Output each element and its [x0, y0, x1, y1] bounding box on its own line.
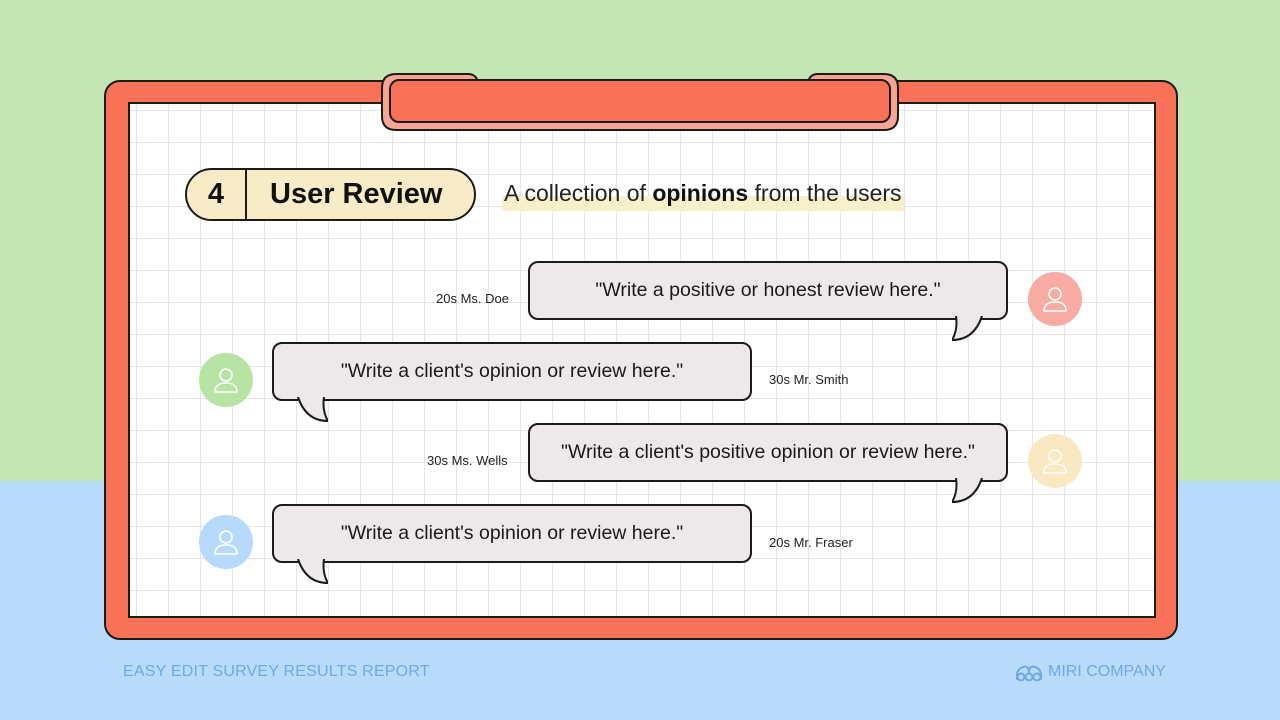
review-text: "Write a client's opinion or review here… [340, 522, 684, 544]
review-bubble: "Write a positive or honest review here.… [528, 261, 1008, 341]
section-title-pill: 4 User Review [185, 168, 476, 221]
miri-company-logo-icon [1015, 665, 1043, 682]
user-icon [214, 368, 238, 393]
review-text: "Write a client's opinion or review here… [340, 360, 684, 382]
review-text: "Write a client's positive opinion or re… [561, 441, 975, 463]
review-bubble: "Write a client's opinion or review here… [272, 342, 752, 422]
avatar [199, 353, 253, 407]
bubble-tail [297, 397, 328, 422]
bubble-tail [952, 478, 983, 503]
review-author: 20s Ms. Doe [436, 291, 509, 306]
avatar [1028, 272, 1082, 326]
paper-clip-icon [381, 73, 899, 131]
review-text: "Write a positive or honest review here.… [595, 279, 941, 301]
avatar [1028, 434, 1082, 488]
company-name: MIRI COMPANY [1048, 663, 1166, 680]
bubble-tail [952, 316, 983, 341]
review-bubble: "Write a client's positive opinion or re… [528, 423, 1008, 503]
user-icon [1043, 449, 1067, 474]
review-author: 20s Mr. Fraser [769, 535, 853, 550]
bubble-tail [297, 559, 328, 584]
section-subtitle: A collection of opinions from the users [502, 178, 904, 211]
footer-report-title: EASY EDIT SURVEY RESULTS REPORT [123, 663, 430, 680]
subtitle-text-before: A collection of [504, 180, 653, 206]
subtitle-bold-word: opinions [652, 180, 749, 206]
section-number: 4 [187, 170, 247, 219]
review-author: 30s Ms. Wells [427, 453, 508, 468]
user-icon [1043, 287, 1067, 312]
section-title: User Review [270, 178, 443, 210]
footer-company: MIRI COMPANY [1014, 661, 1166, 683]
review-author: 30s Mr. Smith [769, 372, 849, 387]
user-icon [214, 530, 238, 555]
subtitle-text-after: from the users [748, 180, 902, 206]
avatar [199, 515, 253, 569]
review-bubble: "Write a client's opinion or review here… [272, 504, 752, 584]
